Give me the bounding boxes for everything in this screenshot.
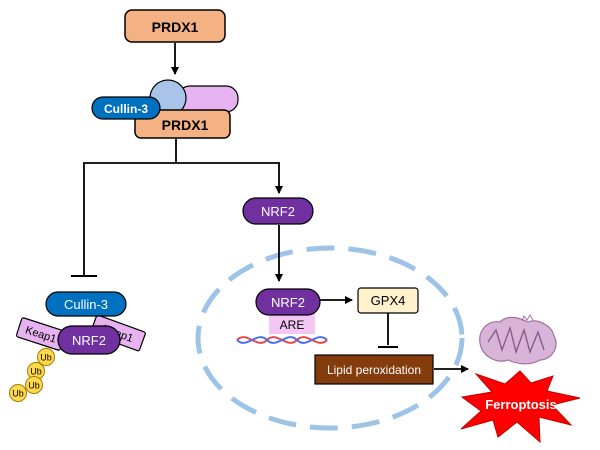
mitochondrion-icon	[479, 314, 557, 365]
nrf2-bound	[57, 325, 121, 355]
dna-helix	[236, 336, 328, 344]
complex-prdx1-label: PRDX1	[162, 117, 209, 133]
ferroptosis-starburst	[460, 370, 581, 444]
complex-pink-subunit	[177, 85, 239, 113]
nucleus-boundary	[195, 245, 465, 431]
are-label: ARE	[280, 318, 305, 332]
complex-cullin3-pill	[91, 96, 161, 120]
ferroptosis-node: Ferroptosis	[460, 370, 581, 444]
cullin3-left	[45, 291, 127, 317]
prdx1-node: PRDX1	[124, 9, 226, 43]
gpx4-node: GPX4	[357, 287, 419, 314]
ubiquitin-chain: Ub Ub Ub Ub	[9, 348, 55, 402]
prdx1-label: PRDX1	[152, 19, 199, 35]
ub-1-label: Ub	[40, 353, 52, 363]
complex-prdx1-box	[134, 109, 231, 139]
are-box	[269, 312, 315, 334]
prdx1-cullin3-complex: PRDX1 Cullin-3	[91, 79, 239, 139]
nrf2-nuclear-label: NRF2	[271, 295, 305, 310]
ub-2-label: Ub	[30, 367, 42, 377]
nrf2-nuclear-node: NRF2	[255, 288, 321, 316]
cullin3-left-label: Cullin-3	[64, 297, 108, 312]
ub-3-label: Ub	[28, 381, 40, 391]
ferroptosis-label: Ferroptosis	[485, 397, 557, 412]
lipid-peroxidation-node: Lipid peroxidation	[314, 354, 434, 385]
lipid-peroxidation-label: Lipid peroxidation	[327, 363, 421, 377]
complex-cullin3-label: Cullin-3	[104, 102, 148, 116]
keap1-nrf2-degradation-complex: Keap1 Keap1 NRF2 Cullin-3 Ub Ub Ub Ub	[9, 291, 146, 402]
nrf2-bound-label: NRF2	[72, 333, 106, 348]
ub-4-label: Ub	[12, 389, 24, 399]
gpx4-label: GPX4	[371, 293, 406, 308]
nrf2-node: NRF2	[242, 197, 314, 225]
nrf2-label: NRF2	[261, 204, 295, 219]
